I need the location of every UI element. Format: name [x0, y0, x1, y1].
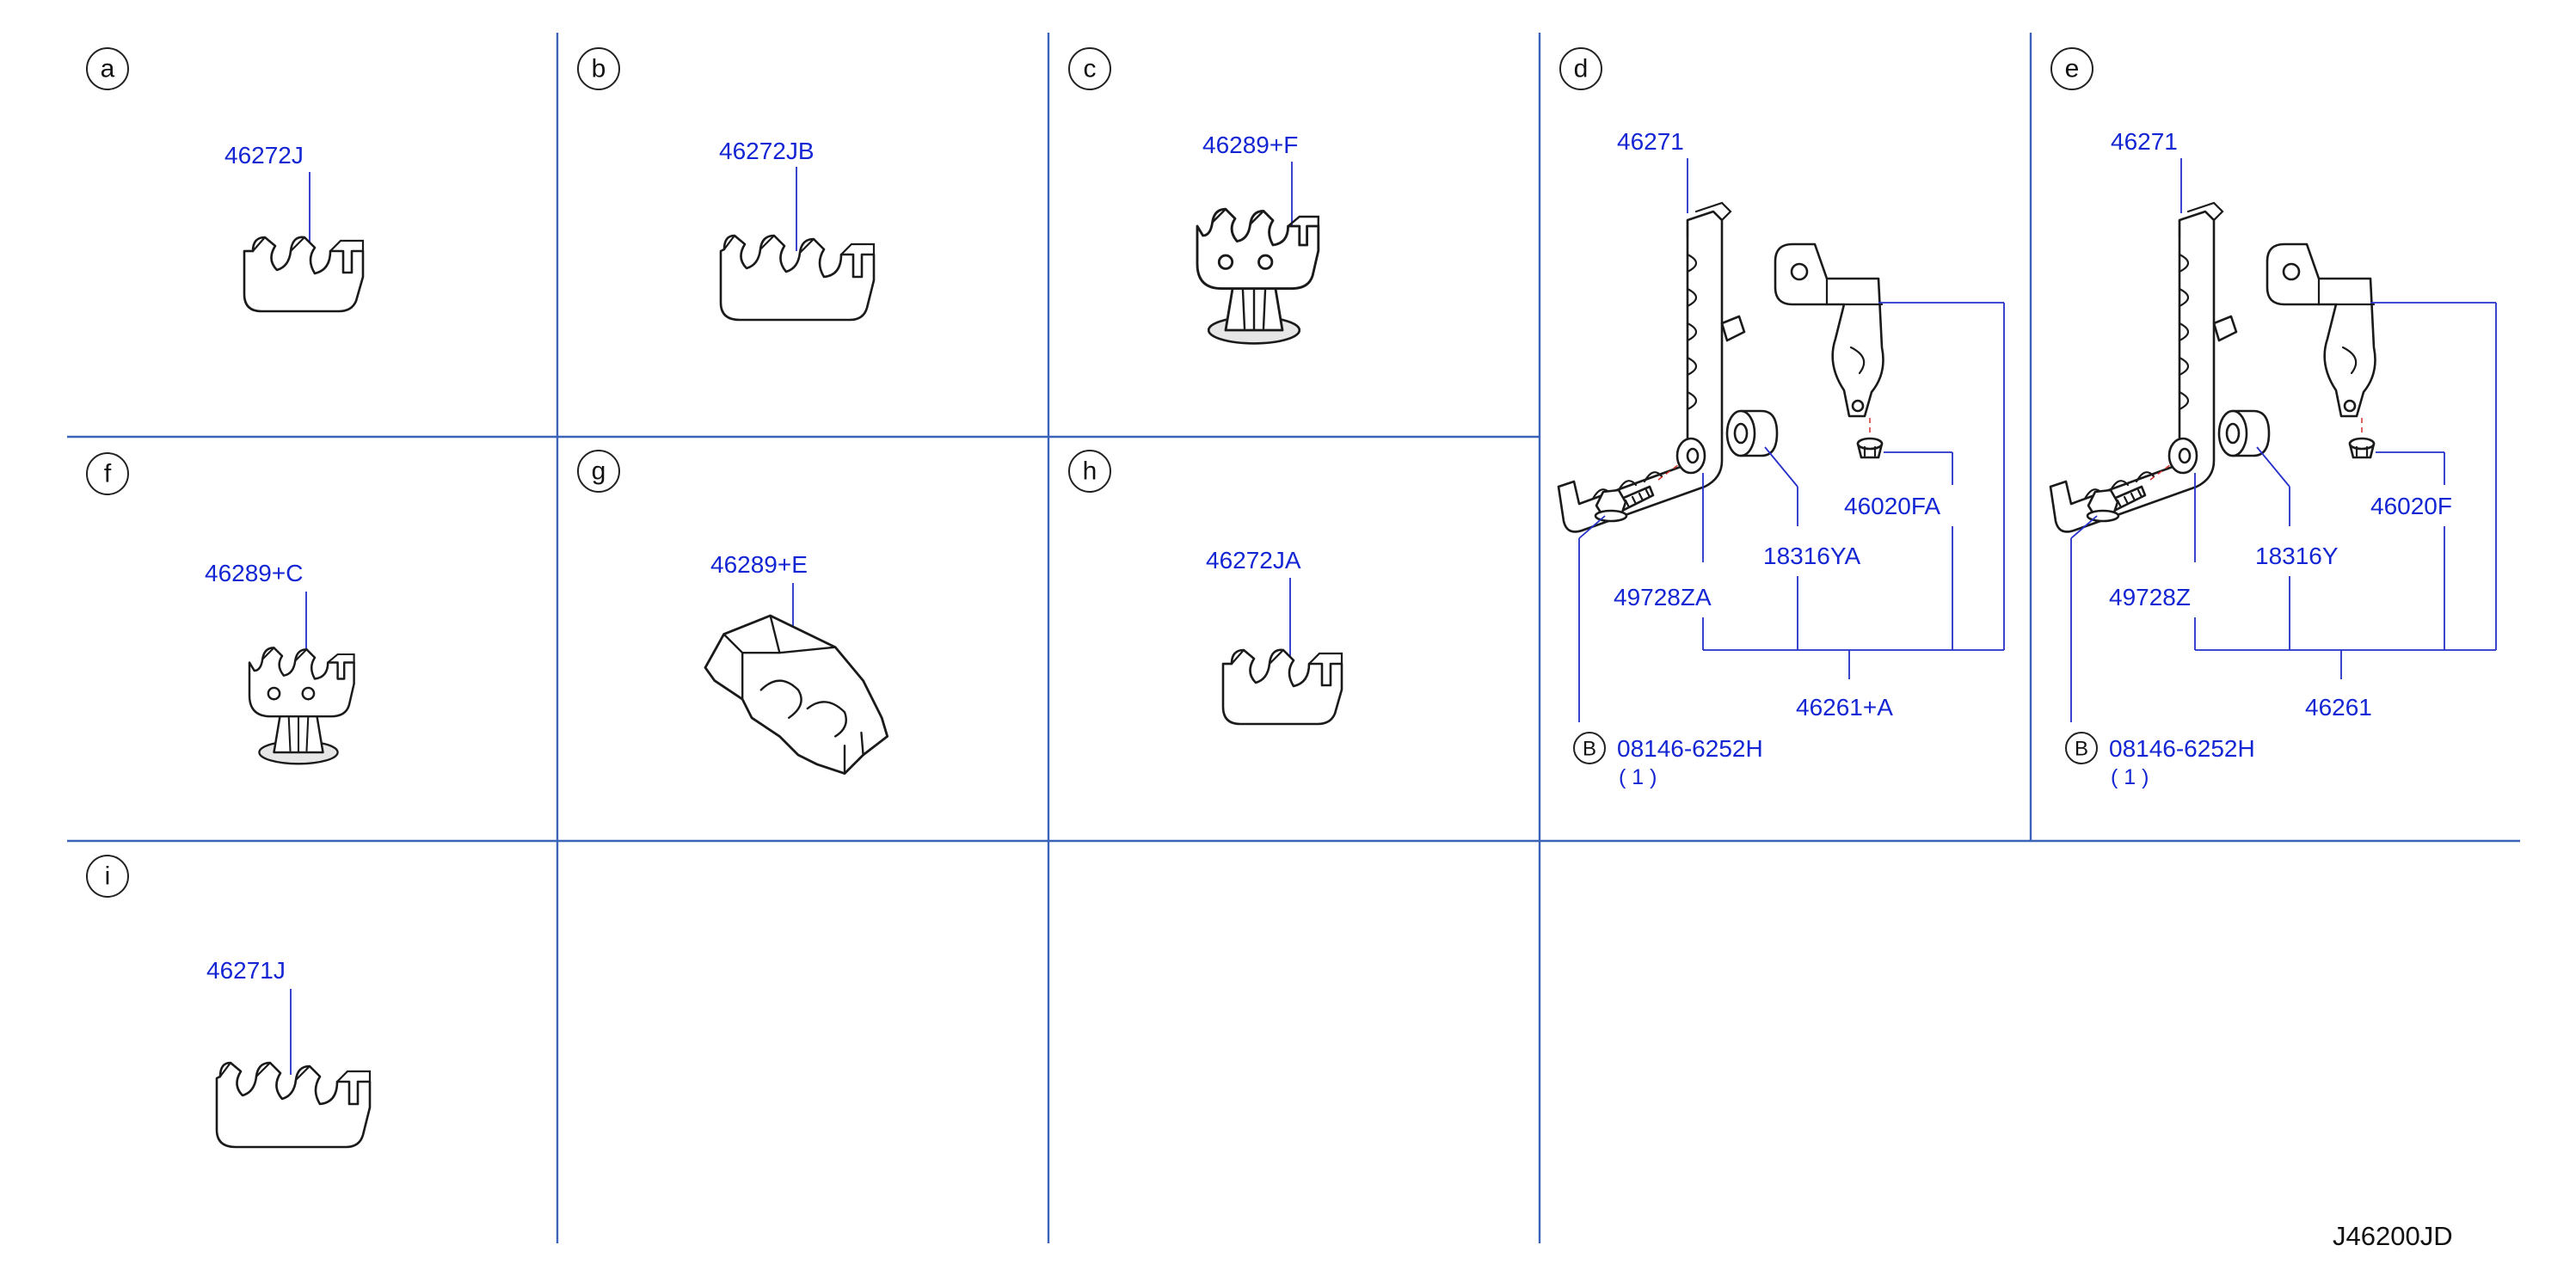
section-i: i 46271J	[86, 855, 372, 1149]
part-number-washer[interactable]: 49728ZA	[1614, 584, 1712, 610]
part-number-nut[interactable]: 46020FA	[1844, 493, 1940, 519]
section-e: e 46271 46020F 18316Y 49728Z 46261 B 081…	[2049, 47, 2497, 789]
part-number-label[interactable]: 46272JA	[1206, 547, 1301, 574]
bolt-code: B	[2075, 738, 2088, 761]
section-b: b 46272JB	[577, 47, 876, 322]
tube-clip-part	[215, 1061, 372, 1149]
section-letter: c	[1084, 55, 1097, 83]
part-number-assembly[interactable]: 46261+A	[1796, 694, 1893, 721]
tube-clip-part	[719, 234, 876, 322]
part-number-assembly[interactable]: 46261	[2305, 694, 2372, 721]
bracket-part	[1774, 242, 1884, 418]
part-number-bolt[interactable]: 08146-6252H	[2109, 735, 2255, 762]
leader-line	[1764, 446, 1798, 488]
bolt-code-ring	[2065, 732, 2098, 764]
section-a: a 46272J	[86, 47, 365, 313]
washer-part	[2167, 437, 2198, 475]
section-letter: b	[592, 55, 606, 83]
tube-clip-part	[243, 236, 365, 313]
part-number-washer[interactable]: 49728Z	[2109, 584, 2191, 610]
dashed-assembly-line	[2149, 463, 2172, 481]
bolt-code-ring	[1573, 732, 1606, 764]
push-mount-clip-part	[1196, 207, 1320, 345]
section-letter: f	[104, 460, 112, 488]
leader-line	[2070, 515, 2098, 539]
part-number-label[interactable]: 46271J	[206, 957, 286, 984]
part-number-label[interactable]: 46272J	[224, 142, 304, 169]
section-f: f 46289+C	[86, 452, 355, 765]
push-nut-part	[2348, 437, 2376, 459]
part-number-label[interactable]: 46289+C	[205, 560, 303, 586]
part-number-nut[interactable]: 46020F	[2370, 493, 2452, 519]
bushing-part	[2217, 409, 2271, 457]
section-d: d 46271 46020FA 18316YA 49728ZA 46261+A …	[1557, 47, 2005, 789]
dashed-assembly-line	[1657, 463, 1680, 481]
long-clip-part	[2049, 201, 2238, 533]
bolt-code: B	[1583, 738, 1596, 761]
bracket-part	[2266, 242, 2376, 418]
bushing-part	[1725, 409, 1779, 457]
section-letter: d	[1574, 55, 1589, 83]
bolt-quantity: ( 1 )	[1619, 765, 1657, 789]
part-number-bushing[interactable]: 18316YA	[1763, 543, 1860, 569]
part-number-bushing[interactable]: 18316Y	[2255, 543, 2339, 569]
section-letter: e	[2065, 55, 2080, 83]
leader-line	[2256, 446, 2290, 488]
push-mount-clip-part	[248, 647, 355, 765]
bolt-quantity: ( 1 )	[2111, 765, 2149, 789]
part-number-clip[interactable]: 46271	[2111, 128, 2178, 155]
part-number-label[interactable]: 46289+E	[710, 551, 808, 578]
section-letter: g	[592, 457, 606, 486]
part-number-label[interactable]: 46289+F	[1202, 132, 1298, 158]
section-letter: h	[1083, 457, 1097, 486]
tabbed-clip-part	[704, 614, 889, 776]
section-letter: i	[105, 862, 111, 891]
push-nut-part	[1856, 437, 1884, 459]
grid-lines	[67, 33, 2520, 1243]
section-c: c 46289+F	[1068, 47, 1320, 345]
part-number-bolt[interactable]: 08146-6252H	[1617, 735, 1763, 762]
section-letter: a	[101, 55, 115, 83]
washer-part	[1675, 437, 1706, 475]
part-number-label[interactable]: 46272JB	[719, 138, 815, 164]
long-clip-part	[1557, 201, 1746, 533]
leader-line	[1578, 515, 1606, 539]
tube-clip-part	[1221, 648, 1343, 726]
section-letter-ring	[86, 47, 129, 90]
section-g: g 46289+E	[577, 450, 889, 776]
part-number-clip[interactable]: 46271	[1617, 128, 1684, 155]
section-h: h 46272JA	[1068, 450, 1343, 726]
drawing-reference: J46200JD	[2333, 1221, 2453, 1251]
